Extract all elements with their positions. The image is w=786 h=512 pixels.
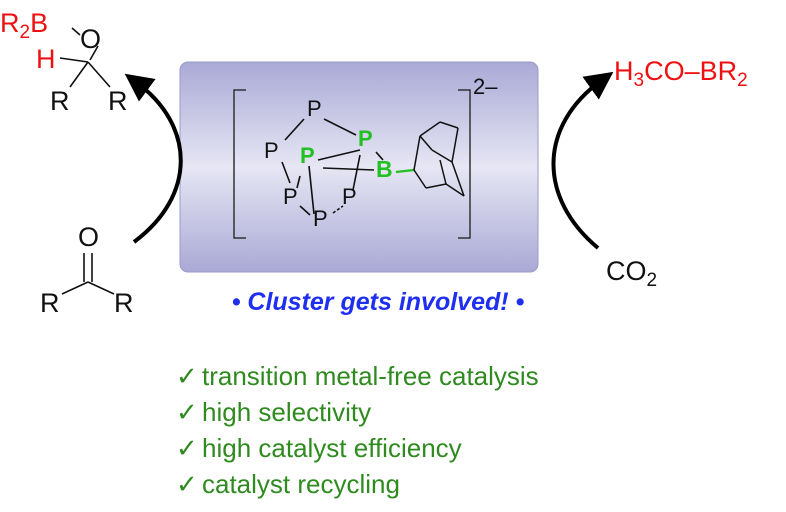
right-bracket [458,89,471,239]
left-product-r2: R [108,86,128,116]
co2-reagent: CO2 [606,256,658,291]
feature-item: ✓high selectivity [176,397,372,427]
check-icon: ✓ [176,397,198,427]
feature-item: ✓catalyst recycling [176,469,400,499]
check-icon: ✓ [176,361,198,391]
right-arc-arrow [551,71,614,250]
ketone-bonds [61,253,115,295]
left-product-r1: R [50,86,70,116]
bbn-cage [413,121,465,197]
cluster-bonds [281,118,384,216]
hydride-h: H [36,44,56,74]
cluster-p-bottom: P [313,206,328,231]
ketone-r2: R [114,288,134,318]
check-icon: ✓ [176,433,198,463]
tagline: • Cluster gets involved! • [231,288,525,316]
feature-item: ✓high catalyst efficiency [176,433,462,463]
cluster-p-right: P [358,126,373,151]
left-product-bonds [59,27,111,88]
cluster-p-low-right: P [342,184,357,209]
boron-bond [395,168,415,174]
cluster-p-top: P [307,96,322,121]
cluster-p-low-left: P [283,184,298,209]
r2b-group: R2B [0,8,49,43]
alkoxy-oxygen: O [80,24,102,54]
feature-item: ✓transition metal-free catalysis [176,361,539,391]
ketone-r1: R [40,288,60,318]
check-icon: ✓ [176,469,198,499]
methoxyborane-product: H3CO–BR2 [614,56,748,91]
cluster-p-left: P [264,138,279,163]
cluster-charge: 2– [473,74,498,99]
cluster-p-center: P [300,143,315,168]
cluster-boron: B [376,156,393,182]
left-bracket [233,89,246,239]
ketone-oxygen: O [78,222,100,252]
left-arc-arrow [124,73,183,244]
